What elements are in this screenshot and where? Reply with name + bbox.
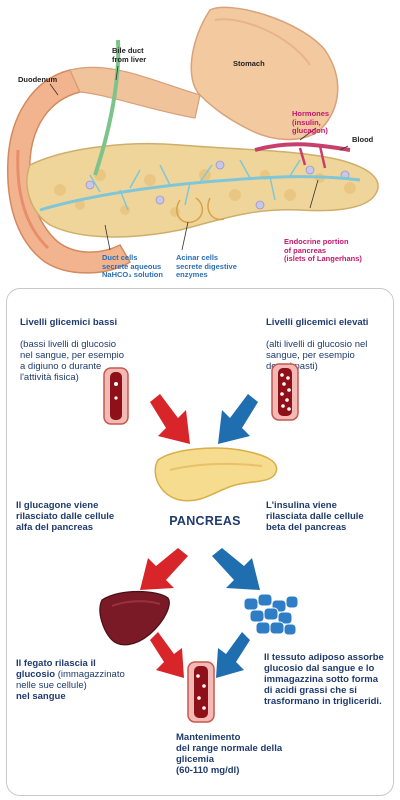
arrow-adipose-to-vessel xyxy=(216,632,250,678)
duodenum-shape xyxy=(6,69,132,274)
glucagon-text: Il glucagone viene rilasciato dalle cell… xyxy=(16,500,115,533)
low-glycemia-desc: (bassi livelli di glucosio nel sangue, p… xyxy=(20,339,125,383)
liver-icon xyxy=(99,590,170,646)
label-bile-duct: Bile duct from liver xyxy=(112,46,147,64)
bile-duct xyxy=(93,39,121,176)
normal-glucose-vessel-icon xyxy=(187,661,215,723)
pancreas-label: PANCREAS xyxy=(169,514,241,528)
high-glucose-vessel-icon xyxy=(271,363,299,421)
label-stomach: Stomach xyxy=(233,59,265,68)
label-acinar-cells: Acinar cells secrete digestive enzymes xyxy=(176,253,237,279)
low-glycemia-title: Livelli glicemici bassi xyxy=(20,317,118,328)
low-glucose-vessel-icon xyxy=(103,367,129,425)
adipose-tissue-icon xyxy=(243,593,299,636)
arrow-pancreas-to-adipose xyxy=(212,548,260,590)
high-glycemia-block: Livelli glicemici elevati (alti livelli … xyxy=(266,306,368,372)
arrow-pancreas-to-liver xyxy=(140,548,188,590)
pancreas-organ-icon xyxy=(154,447,278,502)
blood-vessel xyxy=(254,142,351,152)
pancreatic-duct xyxy=(39,175,361,212)
maintenance-text: Mantenimento del range normale della gli… xyxy=(176,732,283,776)
arrow-liver-to-vessel xyxy=(150,632,184,678)
arrow-low-to-pancreas xyxy=(150,394,190,444)
insulin-text: L'insulina viene rilasciata dalle cellul… xyxy=(266,500,364,533)
high-glycemia-title: Livelli glicemici elevati xyxy=(266,317,369,328)
adipose-text: Il tessuto adiposo assorbe glucosio dal … xyxy=(264,652,384,707)
pancreas-body xyxy=(26,142,379,238)
liver-text: Il fegato rilascia il glucosio (immagazz… xyxy=(16,658,125,702)
low-glycemia-block: Livelli glicemici bassi (bassi livelli d… xyxy=(20,306,124,383)
arrow-high-to-pancreas xyxy=(218,394,258,444)
label-duct-cells: Duct cells secrete aqueous NaHCO₃ soluti… xyxy=(102,253,163,279)
label-duodenum: Duodenum xyxy=(18,75,58,84)
pancreas-anatomy-illustration xyxy=(6,6,379,274)
flow-graphics xyxy=(99,363,299,723)
label-endocrine: Endocrine portion of pancreas (islets of… xyxy=(284,237,362,263)
label-blood: Blood xyxy=(352,135,374,144)
label-hormones: Hormones (insulin, glucagon) xyxy=(292,109,330,135)
high-glycemia-desc: (alti livelli di glucosio nel sangue, pe… xyxy=(266,339,368,372)
stomach-shape xyxy=(190,6,339,141)
